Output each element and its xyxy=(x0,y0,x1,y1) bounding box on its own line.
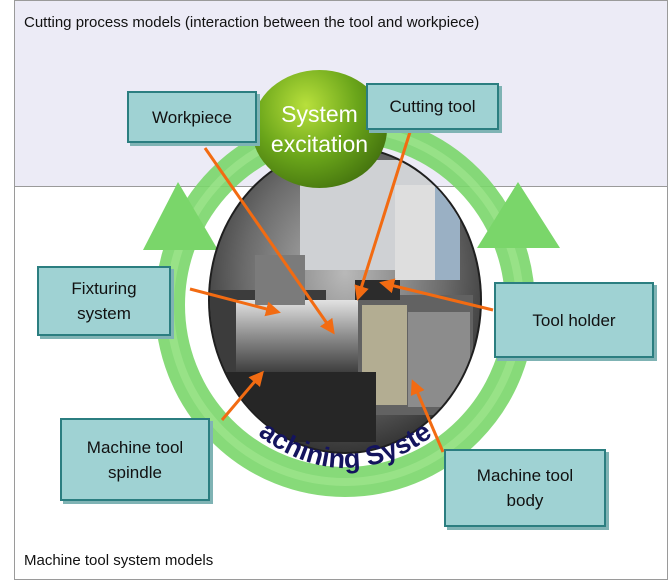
tool-holder-label: Tool holder xyxy=(532,310,616,330)
tool-holder-box: Tool holder xyxy=(494,282,654,358)
excitation-line1: System xyxy=(281,101,358,127)
workpiece-label: Workpiece xyxy=(152,107,232,127)
arrow-body xyxy=(410,379,445,453)
body-line2: body xyxy=(506,491,544,510)
spindle-line2: spindle xyxy=(108,462,162,482)
cycle-arrowhead-right xyxy=(477,182,560,248)
fixturing-system-box: Fixturing system xyxy=(37,266,171,336)
machine-tool-spindle-box: Machine tool spindle xyxy=(60,418,210,501)
spindle-line1: Machine tool xyxy=(86,437,184,457)
arrow-workpiece xyxy=(203,147,335,335)
system-excitation-node: System excitation xyxy=(252,70,387,188)
cutting-tool-label: Cutting tool xyxy=(389,97,476,116)
arrow-spindle xyxy=(220,370,264,421)
arrow-cutting-tool xyxy=(354,131,412,301)
cutting-process-title: Cutting process models (interaction betw… xyxy=(24,14,480,31)
excitation-line2: excitation xyxy=(270,131,369,157)
body-line1: Machine tool xyxy=(476,466,574,485)
machine-tool-body-box: Machine tool body xyxy=(444,449,606,527)
cycle-arrowhead-left xyxy=(143,182,218,250)
fixturing-line2: system xyxy=(77,304,131,323)
arrow-tool-holder xyxy=(379,278,494,312)
machine-tool-title: Machine tool system models xyxy=(24,552,214,569)
fixturing-line1: Fixturing xyxy=(71,279,137,298)
cutting-tool-box: Cutting tool xyxy=(366,83,499,130)
workpiece-box: Workpiece xyxy=(127,91,257,143)
arrow-fixturing xyxy=(189,287,281,317)
